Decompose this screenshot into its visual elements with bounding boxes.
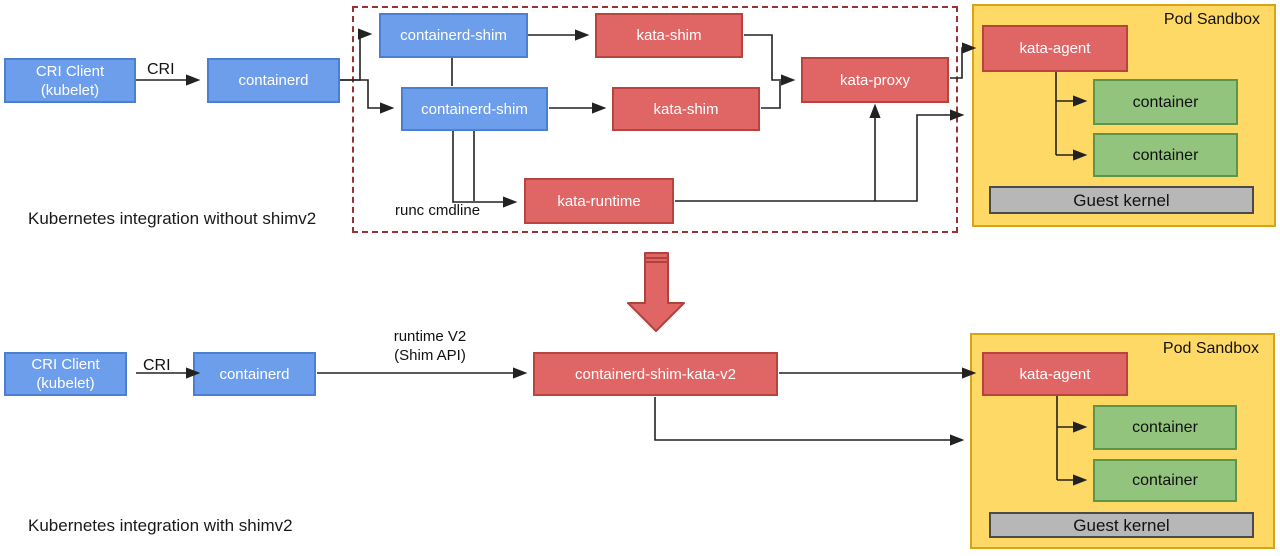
kata-agent-bottom-label: kata-agent <box>1019 365 1091 383</box>
section-label-bottom: Kubernetes integration with shimv2 <box>28 516 293 535</box>
guest-kernel-top-label: Guest kernel <box>1073 190 1170 210</box>
pod-sandbox-bottom-title: Pod Sandbox <box>1162 340 1259 357</box>
containerd-shim-2-label: containerd-shim <box>421 100 528 118</box>
node-container-1-top: container <box>1093 79 1238 125</box>
kata-agent-top-label: kata-agent <box>1019 40 1091 57</box>
cri-arrow-label-bottom: CRI <box>143 357 171 374</box>
container-2-bottom-label: container <box>1132 472 1198 489</box>
container-1-top-label: container <box>1132 93 1199 111</box>
node-containerd-shim-kata-v2: containerd-shim-kata-v2 <box>533 352 778 396</box>
containerd-label: containerd <box>238 72 309 89</box>
node-containerd-shim-1: containerd-shim <box>379 13 528 58</box>
node-kata-runtime: kata-runtime <box>524 178 674 224</box>
section-label-top: Kubernetes integration without shimv2 <box>28 209 317 228</box>
guest-kernel-bottom-label: Guest kernel <box>1073 515 1170 535</box>
node-containerd-top: containerd <box>207 58 340 103</box>
node-guest-kernel-bottom: Guest kernel <box>989 512 1254 538</box>
node-containerd-bottom: containerd <box>193 352 316 396</box>
node-cri-client-bottom: CRI Client (kubelet) <box>4 352 127 396</box>
node-container-1-bottom: container <box>1093 405 1237 450</box>
runtime-v2-line2: (Shim API) <box>394 347 466 364</box>
big-down-arrow <box>627 252 685 332</box>
node-containerd-shim-2: containerd-shim <box>401 87 548 131</box>
node-kata-shim-1: kata-shim <box>595 13 743 58</box>
containerd-shim-kata-v2-label: containerd-shim-kata-v2 <box>575 365 736 383</box>
node-kata-agent-bottom: kata-agent <box>982 352 1128 396</box>
node-guest-kernel-top: Guest kernel <box>989 186 1254 214</box>
runc-cmdline-label: runc cmdline <box>395 202 481 219</box>
node-cri-client-top: CRI Client (kubelet) <box>4 58 136 103</box>
node-container-2-top: container <box>1093 133 1238 177</box>
containerd-bottom-label: containerd <box>219 365 290 383</box>
edge-shimkatav2-sandbox <box>654 397 965 446</box>
node-kata-shim-2: kata-shim <box>612 87 760 131</box>
kata-proxy-label: kata-proxy <box>839 71 911 89</box>
cri-client-label-line1: CRI Client <box>35 62 105 80</box>
node-kata-agent-top: kata-agent <box>982 25 1128 72</box>
runtime-v2-line1: runtime V2 <box>393 328 467 345</box>
runtime-v2-label: runtime V2 (Shim API) <box>370 327 490 365</box>
kata-runtime-label: kata-runtime <box>557 192 641 210</box>
kata-shim-1-label: kata-shim <box>636 27 702 44</box>
cri-client-bottom-line2: (kubelet) <box>36 375 95 392</box>
containerd-shim-1-label: containerd-shim <box>400 27 507 44</box>
container-1-bottom-label: container <box>1132 419 1198 436</box>
kata-shim-2-label: kata-shim <box>653 100 719 118</box>
cri-client-bottom-line1: CRI Client <box>31 356 100 373</box>
cri-client-label-line2: (kubelet) <box>40 81 100 99</box>
cri-arrow-label-top: CRI <box>147 61 175 78</box>
pod-sandbox-top-title: Pod Sandbox <box>1163 11 1260 28</box>
node-container-2-bottom: container <box>1093 459 1237 502</box>
container-2-top-label: container <box>1132 146 1199 164</box>
node-kata-proxy: kata-proxy <box>801 57 949 103</box>
